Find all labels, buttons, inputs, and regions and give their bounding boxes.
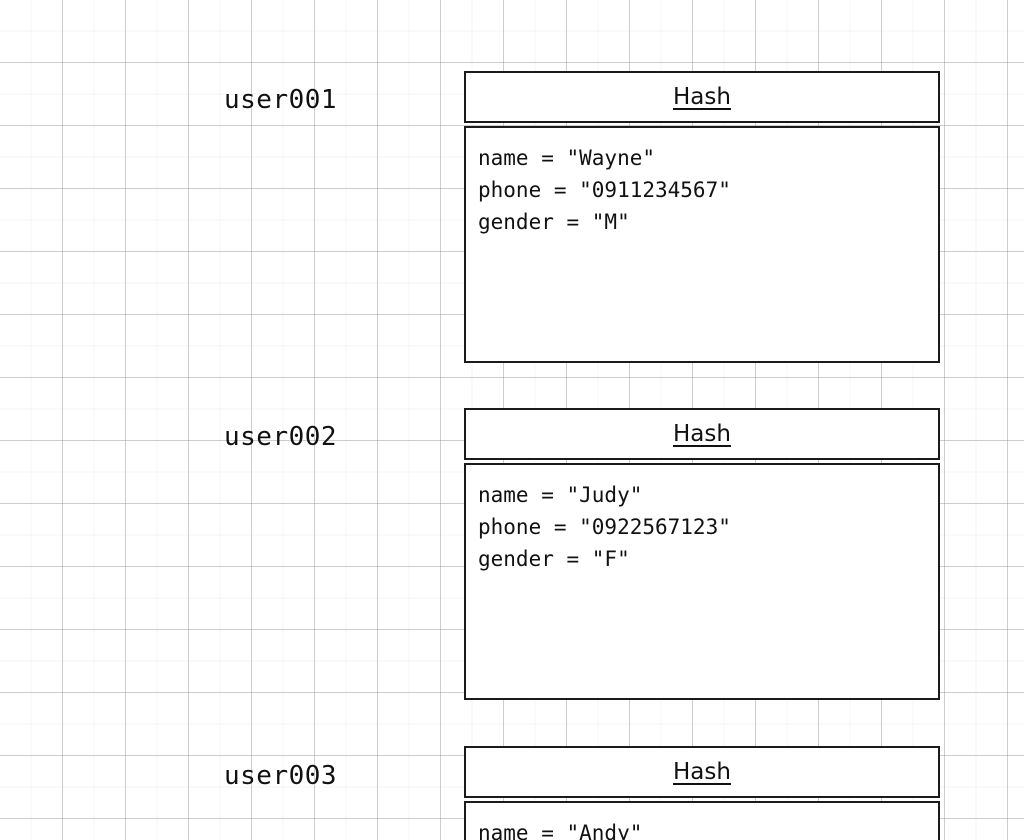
entity-field-name: name = "Judy" bbox=[478, 483, 643, 507]
entity-field-gender: gender = "M" bbox=[478, 210, 630, 234]
entity-field-gender: gender = "F" bbox=[478, 547, 630, 571]
entity-field-phone: phone = "0911234567" bbox=[478, 178, 731, 202]
entity-box-user001[interactable]: Hash name = "Wayne" phone = "0911234567"… bbox=[464, 71, 940, 363]
entity-body-user001: name = "Wayne" phone = "0911234567" gend… bbox=[464, 126, 940, 363]
entity-field-name: name = "Andy" bbox=[478, 821, 643, 840]
entity-box-user003[interactable]: Hash name = "Andy" bbox=[464, 746, 940, 840]
entity-title-user001: Hash bbox=[673, 84, 731, 110]
entity-field-name: name = "Wayne" bbox=[478, 146, 656, 170]
entity-label-user001: user001 bbox=[224, 85, 338, 115]
entity-body-user003: name = "Andy" bbox=[464, 801, 940, 840]
entity-header-user002: Hash bbox=[464, 408, 940, 460]
entity-header-user003: Hash bbox=[464, 746, 940, 798]
entity-field-phone: phone = "0922567123" bbox=[478, 515, 731, 539]
entity-box-user002[interactable]: Hash name = "Judy" phone = "0922567123" … bbox=[464, 408, 940, 700]
entity-title-user003: Hash bbox=[673, 759, 731, 785]
entity-body-user002: name = "Judy" phone = "0922567123" gende… bbox=[464, 463, 940, 700]
entity-header-user001: Hash bbox=[464, 71, 940, 123]
entity-label-user002: user002 bbox=[224, 422, 338, 452]
entity-label-user003: user003 bbox=[224, 761, 338, 791]
entity-title-user002: Hash bbox=[673, 421, 731, 447]
